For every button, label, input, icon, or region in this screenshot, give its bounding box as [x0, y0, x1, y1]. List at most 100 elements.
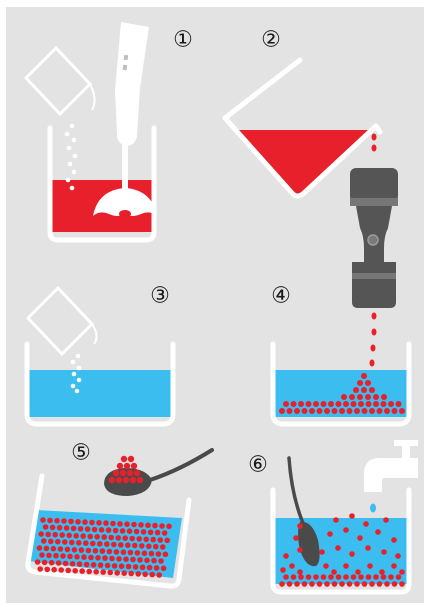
red-sphere — [69, 539, 75, 546]
red-sphere — [90, 540, 96, 547]
red-sphere — [323, 563, 329, 569]
spoon-icon — [287, 456, 320, 567]
red-sphere — [357, 394, 363, 400]
red-sphere — [83, 561, 90, 568]
red-sphere — [47, 517, 53, 524]
beaker-icon — [222, 115, 383, 199]
red-sphere — [328, 401, 334, 407]
red-sphere — [123, 556, 129, 562]
red-sphere — [365, 545, 371, 551]
red-sphere — [138, 522, 144, 528]
red-sphere — [376, 408, 383, 414]
red-sphere — [133, 528, 140, 535]
red-sphere — [132, 542, 138, 549]
red-sphere — [55, 560, 62, 566]
red-sphere — [78, 547, 85, 553]
spoon-spheres — [108, 455, 144, 484]
red-sphere — [161, 530, 168, 536]
red-sphere — [48, 538, 54, 545]
red-sphere — [343, 527, 349, 533]
red-sphere — [89, 519, 95, 526]
red-sphere — [365, 394, 371, 400]
red-sphere — [388, 574, 394, 580]
red-sphere — [349, 394, 355, 400]
red-sphere — [85, 547, 92, 554]
red-sphere — [297, 547, 303, 553]
red-sphere — [380, 574, 387, 580]
red-sphere — [280, 567, 286, 573]
red-sphere — [128, 570, 134, 577]
red-sphere — [298, 401, 304, 407]
red-sphere — [379, 569, 385, 575]
red-sphere — [126, 469, 134, 477]
red-sphere — [126, 528, 133, 534]
red-sphere — [391, 537, 397, 543]
red-sphere — [160, 544, 166, 550]
red-sphere — [125, 542, 131, 548]
red-sphere — [384, 408, 390, 414]
red-sphere — [36, 545, 43, 551]
red-sphere — [155, 551, 162, 557]
bowl-icon — [270, 341, 412, 427]
red-sphere — [48, 559, 55, 566]
red-sphere — [120, 549, 127, 555]
red-sphere — [130, 556, 136, 563]
red-sphere — [137, 557, 143, 563]
red-sphere — [305, 401, 312, 407]
red-sphere — [349, 513, 355, 519]
red-sphere — [305, 574, 312, 580]
red-sphere — [341, 394, 347, 400]
red-sphere — [279, 408, 285, 414]
red-sphere — [94, 534, 100, 540]
red-sphere — [71, 547, 78, 553]
red-sphere — [369, 581, 375, 587]
red-sphere — [39, 552, 45, 558]
red-sphere — [76, 561, 83, 567]
red-sphere — [66, 532, 72, 539]
red-sphere — [335, 401, 342, 407]
step-6: ⑥ — [248, 440, 418, 595]
red-sphere — [73, 533, 79, 539]
red-sphere — [132, 564, 139, 570]
red-sphere — [92, 548, 99, 554]
red-sphere — [55, 538, 61, 545]
red-sphere — [139, 543, 145, 549]
red-liquid — [235, 130, 370, 195]
red-sphere — [80, 533, 86, 539]
red-sphere — [127, 549, 134, 556]
red-sphere — [34, 559, 41, 565]
red-sphere — [45, 531, 51, 538]
red-sphere — [129, 476, 137, 484]
red-sphere — [146, 564, 153, 571]
red-sphere — [289, 563, 295, 569]
red-sphere — [358, 401, 364, 407]
red-sphere — [159, 523, 165, 529]
red-sphere — [298, 574, 304, 580]
red-sphere — [59, 532, 65, 538]
red-sphere — [339, 408, 345, 414]
blue-liquid — [27, 370, 173, 417]
red-sphere — [349, 551, 355, 557]
red-sphere — [83, 540, 89, 546]
red-sphere — [369, 408, 375, 414]
red-sphere — [290, 401, 297, 407]
bowl-icon — [270, 487, 412, 595]
red-sphere — [354, 581, 360, 587]
red-sphere — [369, 387, 375, 393]
red-sphere — [62, 560, 69, 567]
red-sphere — [115, 535, 121, 541]
red-sphere — [62, 539, 68, 545]
red-sphere — [122, 535, 128, 541]
red-sphere — [122, 476, 130, 484]
step-5-number: ⑤ — [71, 441, 91, 466]
red-sphere — [395, 553, 401, 559]
red-sphere — [79, 568, 85, 574]
step-4-number: ④ — [271, 284, 291, 309]
red-sphere — [116, 462, 124, 470]
red-sphere — [52, 531, 58, 538]
red-sphere — [357, 380, 363, 386]
red-sphere — [116, 556, 122, 562]
red-sphere — [102, 555, 108, 561]
red-sphere — [399, 569, 405, 575]
